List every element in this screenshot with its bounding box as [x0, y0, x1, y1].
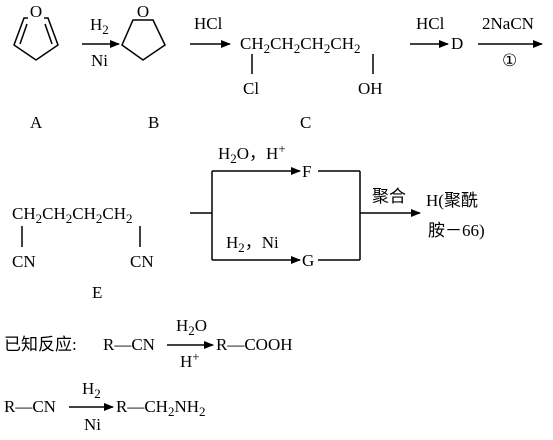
known-reactions-prefix: 已知反应: — [4, 335, 77, 354]
reaction2-reactant: R—CN — [4, 397, 56, 416]
label-e: E — [92, 283, 102, 302]
branch-f-reagent: H2O，H+ — [218, 141, 286, 166]
label-c: C — [300, 113, 311, 132]
polymerization-label: 聚合 — [372, 187, 406, 206]
thf-oxygen-label: O — [137, 2, 149, 21]
reaction2-top-reagent: H2 — [82, 379, 101, 401]
product-h-line2: 胺－66) — [428, 221, 485, 240]
step4-reagent: 2NaCN — [482, 14, 534, 33]
chlorine-label: Cl — [243, 79, 259, 98]
thf-structure — [121, 3, 166, 61]
reaction1-product: R—COOH — [216, 335, 293, 354]
step1-catalyst: Ni — [91, 51, 108, 70]
furan-structure — [13, 3, 59, 61]
compound-d: D — [451, 34, 463, 53]
step1-reagent: H2 — [90, 15, 109, 37]
nitrile-right-label: CN — [130, 252, 154, 271]
compound-f: F — [302, 162, 311, 181]
step2-reagent: HCl — [194, 14, 223, 33]
compound-c-formula: CH2CH2CH2CH2 — [240, 34, 361, 56]
branch-g-reagent: H2，Ni — [226, 233, 279, 255]
reaction2-product: R—CH2NH2 — [116, 397, 206, 419]
label-b: B — [148, 113, 159, 132]
product-h-line1: H(聚酰 — [426, 191, 478, 210]
hydroxyl-label: OH — [358, 79, 383, 98]
reaction2-catalyst: Ni — [84, 415, 101, 434]
compound-g: G — [302, 251, 314, 270]
step4-number: ① — [502, 51, 517, 70]
reaction1-bottom-reagent: H+ — [180, 349, 200, 371]
step3-reagent: HCl — [416, 14, 445, 33]
furan-oxygen-label: O — [30, 2, 42, 21]
nitrile-left-label: CN — [12, 252, 36, 271]
compound-e-formula: CH2CH2CH2CH2 — [12, 204, 133, 226]
label-a: A — [30, 113, 43, 132]
reaction1-reactant: R—CN — [103, 335, 155, 354]
reaction1-top-reagent: H2O — [176, 316, 207, 338]
